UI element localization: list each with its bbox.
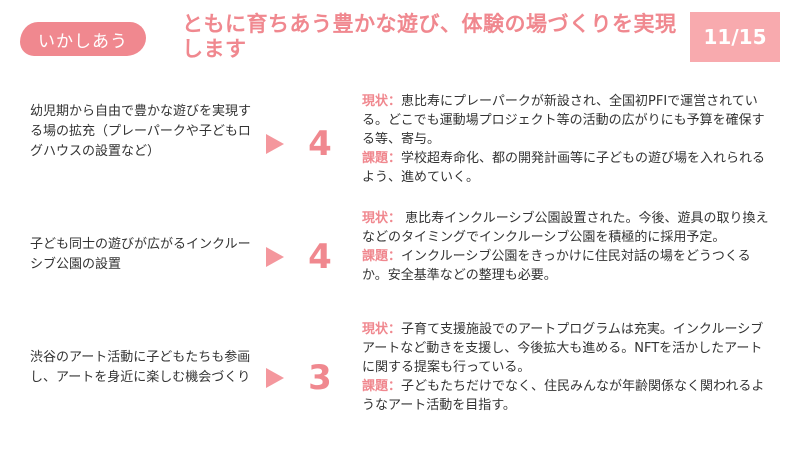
- current-label: 現状：: [362, 94, 402, 109]
- issue-text: 学校超寿命化、都の開発計画等に子どもの遊び場を入れられるよう、進めていく。: [362, 151, 766, 185]
- initiative-text: 幼児期から自由で豊かな遊びを実現する場の拡充（プレーパークや子どもログハウスの設…: [30, 104, 252, 159]
- current-text: 恵比寿インクルーシブ公園設置された。今後、遊具の取り換えなどのタイミングでインク…: [362, 211, 769, 245]
- issue-text: 子どもたちだけでなく、住民みんなが年齢関係なく関われるようなアート活動を目指す。: [362, 379, 765, 413]
- score-value: 4: [308, 237, 332, 277]
- initiative-text: 渋谷のアート活動に子どもたちも参画し、アートを身近に楽しむ機会づくり: [30, 350, 251, 385]
- current-label: 現状：: [362, 322, 402, 337]
- current-text: 恵比寿にプレーパークが新設され、全国初PFIで運営されている。どこでも運動場プロ…: [362, 94, 765, 147]
- arrow-icon: [266, 134, 284, 154]
- issue-text: インクルーシブ公園をきっかけに住民対話の場をどうつくるか。安全基準などの整理も必…: [362, 249, 751, 283]
- issue-label: 課題：: [362, 379, 402, 394]
- initiative-text: 子ども同士の遊びが広がるインクルーシブ公園の設置: [30, 237, 251, 272]
- arrow-icon: [266, 247, 284, 267]
- page-number-badge: 11/15: [690, 12, 780, 62]
- score-value: 4: [308, 124, 332, 164]
- category-tag: いかしあう: [20, 22, 146, 56]
- arrow-icon: [266, 368, 284, 388]
- current-text: 子育て支援施設でのアートプログラムは充実。インクルーシブアートなど動きを支援し、…: [362, 322, 764, 375]
- issue-label: 課題：: [362, 151, 402, 166]
- score-value: 3: [308, 358, 332, 398]
- status-description: 現状：子育て支援施設でのアートプログラムは充実。インクルーシブアートなど動きを支…: [362, 320, 772, 415]
- issue-label: 課題：: [362, 249, 402, 264]
- status-description: 現状： 恵比寿インクルーシブ公園設置された。今後、遊具の取り換えなどのタイミング…: [362, 209, 772, 285]
- status-description: 現状：恵比寿にプレーパークが新設され、全国初PFIで運営されている。どこでも運動…: [362, 92, 772, 187]
- current-label: 現状：: [362, 211, 402, 226]
- page-title: ともに育ちあう豊かな遊び、体験の場づくりを実現します: [182, 12, 677, 61]
